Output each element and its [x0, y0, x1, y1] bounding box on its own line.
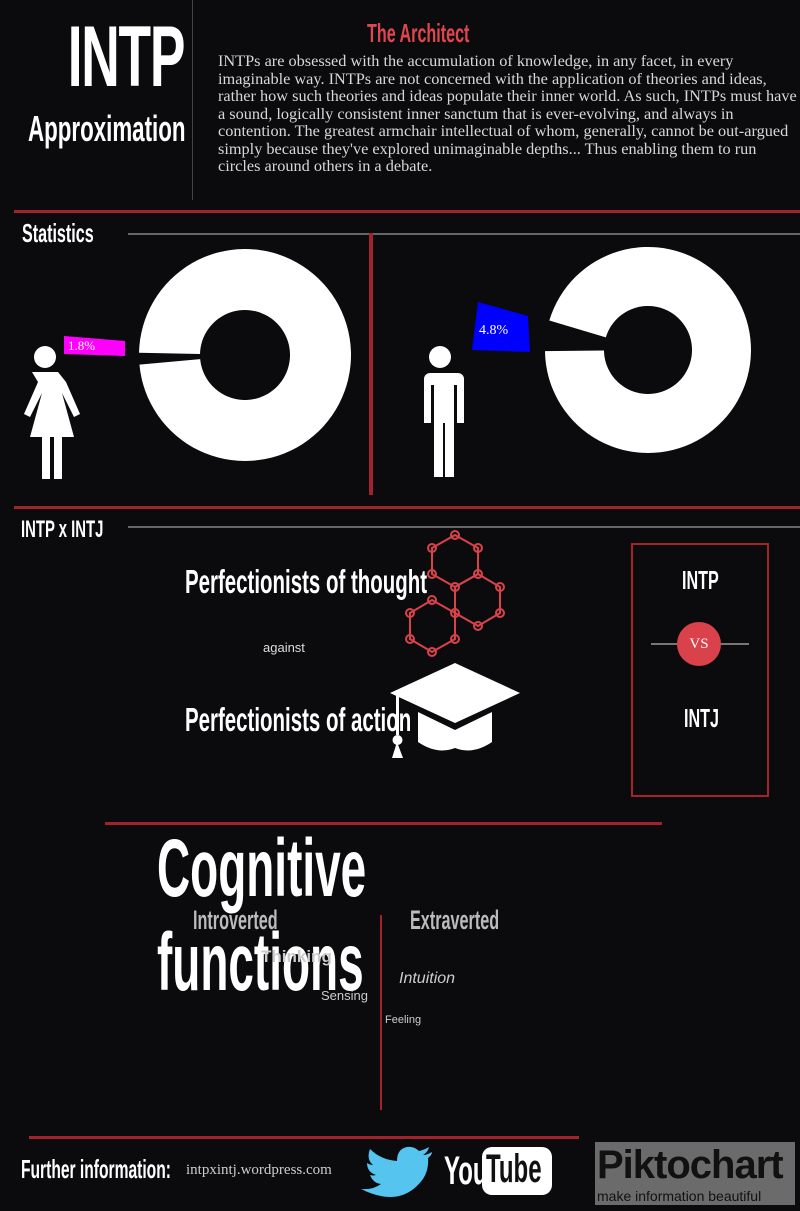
divider	[369, 233, 373, 495]
thinking-label: Thinking	[261, 947, 332, 966]
molecule-icon	[405, 530, 505, 657]
extraverted-label: Extraverted	[410, 905, 500, 935]
vs-box	[631, 543, 769, 797]
intuition-label: Intuition	[399, 970, 456, 987]
divider	[128, 526, 800, 528]
tagline: The Architect	[367, 18, 470, 48]
perfectionists-thought: Perfectionists of thought	[185, 563, 428, 600]
graduation-cap-icon	[390, 663, 520, 758]
male-percent-label: 4.8%	[479, 323, 509, 338]
male-donut-chart	[545, 247, 751, 453]
vs-left-label: INTP	[682, 565, 719, 595]
feeling-label: Feeling	[385, 1014, 422, 1026]
description: INTPs are obsessed with the accumulation…	[218, 51, 797, 175]
against-label: against	[263, 640, 305, 655]
further-info-label: Further information:	[21, 1154, 171, 1184]
introverted-label: Introverted	[193, 905, 278, 935]
piktochart-logo: Piktochart make information beautiful	[595, 1142, 795, 1205]
divider	[128, 233, 800, 235]
youtube-logo[interactable]: You Tube	[444, 1146, 552, 1196]
vs-right-label: INTJ	[684, 703, 719, 733]
sensing-label: Sensing	[321, 988, 368, 1003]
divider	[105, 822, 662, 825]
cognitive-heading: Cognitive functions	[157, 823, 367, 1008]
divider	[29, 1136, 579, 1139]
header-divider	[192, 0, 193, 200]
statistics-heading: Statistics	[22, 218, 94, 248]
youtube-tube-box: Tube	[482, 1147, 552, 1195]
divider	[14, 210, 800, 213]
perfectionists-action: Perfectionists of action	[185, 701, 412, 738]
male-percent-marker	[472, 302, 530, 352]
divider	[14, 506, 800, 509]
header-subtitle: Approximation	[28, 108, 186, 149]
divider	[380, 915, 382, 1110]
vs-badge: VS	[677, 622, 721, 666]
female-percent-marker	[64, 336, 125, 356]
twitter-icon[interactable]	[358, 1146, 434, 1200]
female-icon	[24, 346, 80, 479]
female-donut-chart	[139, 249, 351, 462]
male-icon	[422, 346, 464, 477]
statistics-charts	[24, 247, 751, 479]
header-title: INTP	[67, 9, 186, 105]
female-percent-label: 1.8%	[68, 338, 96, 353]
website-link[interactable]: intpxintj.wordpress.com	[186, 1162, 332, 1178]
comparison-heading: INTP x INTJ	[21, 516, 104, 543]
